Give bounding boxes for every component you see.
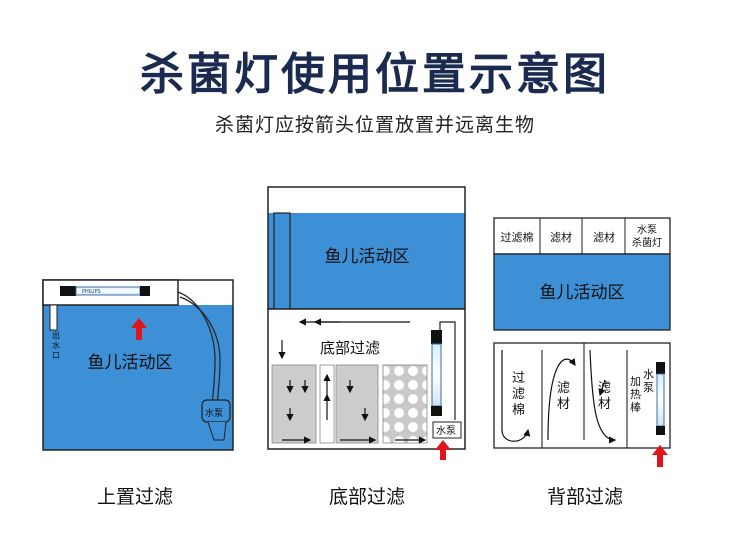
position-arrow	[652, 445, 668, 467]
page-subtitle: 杀菌灯应按箭头位置放置并远离生物	[214, 114, 535, 136]
panel-top-label: 上置过滤	[96, 486, 173, 508]
position-arrow	[131, 318, 147, 340]
filter-chamber-1	[271, 364, 317, 444]
panel-bottom-filter: 鱼儿活动区 底部过滤	[267, 186, 466, 460]
pump-label: 水泵	[205, 407, 223, 419]
filter-chamber-3	[382, 364, 428, 444]
compartment-3: 滤材	[593, 230, 615, 244]
col-label-4: 加热棒	[630, 375, 641, 414]
tank-water	[268, 213, 465, 313]
tank-water	[493, 253, 671, 331]
uv-lamp	[656, 373, 665, 427]
compartment-2: 滤材	[550, 230, 572, 244]
sump-title: 底部过滤	[320, 339, 380, 357]
position-arrow	[435, 440, 451, 460]
fish-zone-label: 鱼儿活动区	[540, 283, 625, 303]
uv-lamp: PHILIPS	[60, 286, 150, 296]
panel-bottom-label: 底部过滤	[328, 486, 405, 508]
flow-arrows	[501, 349, 617, 444]
col-label-2: 滤材	[557, 381, 570, 412]
pump-label: 水泵	[436, 425, 456, 437]
col-label-5: 水泵	[643, 368, 654, 394]
uv-lamp-cap	[656, 362, 665, 374]
outlet-label: 出水口	[52, 330, 60, 360]
return-pipe	[439, 321, 456, 420]
fish-zone-label: 鱼儿活动区	[88, 353, 173, 373]
panel-back-filter: 过滤棉 滤材 滤材 水泵杀菌灯 鱼儿活动区 过滤棉 滤材 滤材 加热棒	[493, 217, 671, 467]
col-label-3: 滤材	[598, 381, 611, 412]
compartment-1: 过滤棉	[501, 230, 534, 244]
panel-back-label: 背部过滤	[546, 486, 623, 508]
uv-lamp	[431, 330, 442, 416]
col-label-1: 过滤棉	[512, 371, 525, 418]
fish-zone-label: 鱼儿活动区	[325, 247, 410, 267]
lamp-brand: PHILIPS	[82, 289, 101, 295]
flow-arrows	[278, 318, 427, 444]
panel-top-filter: PHILIPS 出水口 水泵 鱼儿活动区	[42, 279, 234, 451]
pump	[432, 421, 462, 439]
compartment-4: 水泵杀菌灯	[632, 224, 662, 249]
filter-chamber-2	[335, 364, 379, 444]
page-title: 杀菌灯使用位置示意图	[140, 49, 610, 100]
outlet-pipe	[49, 304, 58, 331]
